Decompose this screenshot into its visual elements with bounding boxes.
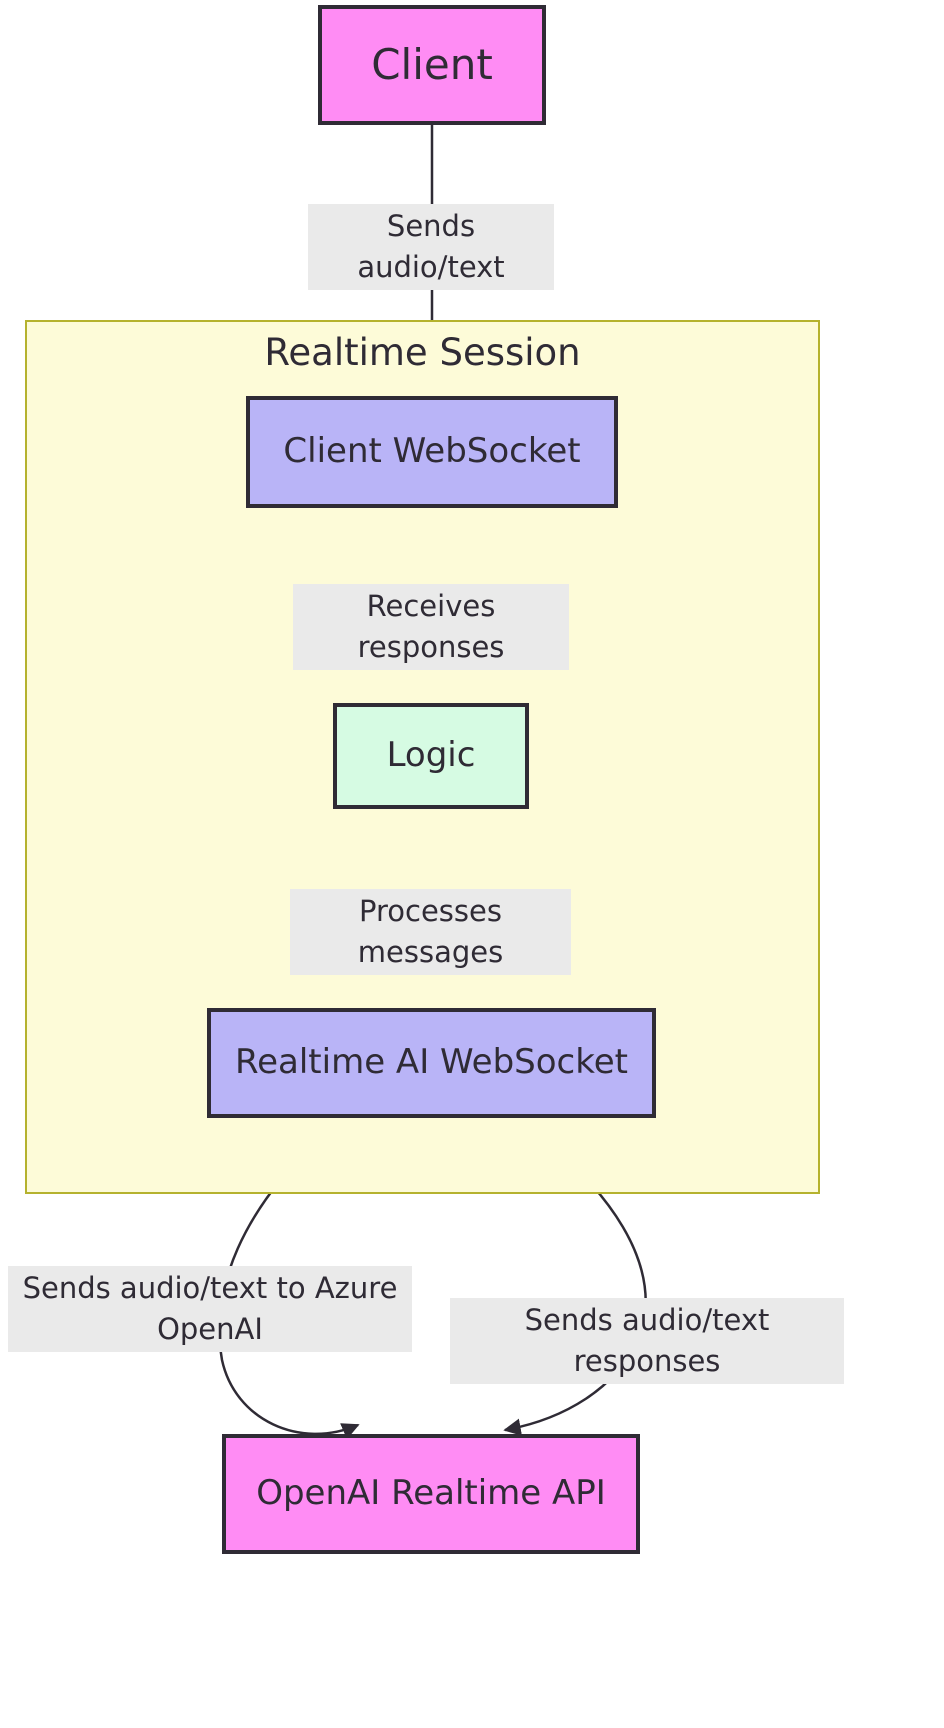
edge-realtime-ai-websocket-to-openai: [218, 1126, 360, 1440]
edge-label-sends-audio-text-to-azure-openai: Sends audio/text to Azure OpenAI: [8, 1266, 412, 1353]
node-client[interactable]: Client: [318, 5, 546, 125]
node-logic[interactable]: Logic: [333, 703, 529, 809]
node-openai-realtime-api[interactable]: OpenAI Realtime API: [222, 1434, 640, 1554]
node-client-websocket[interactable]: Client WebSocket: [246, 396, 618, 508]
node-realtime-ai-websocket[interactable]: Realtime AI WebSocket: [207, 1008, 656, 1118]
edge-label-receives-responses: Receives responses: [293, 584, 569, 671]
edge-label-processes-messages: Processes messages: [290, 889, 571, 976]
edge-label-sends-audio-text-responses: Sends audio/text responses: [450, 1298, 844, 1385]
edge-label-sends-audio-text: Sends audio/text: [308, 204, 554, 291]
cluster-title-realtime-session: Realtime Session: [264, 331, 581, 374]
